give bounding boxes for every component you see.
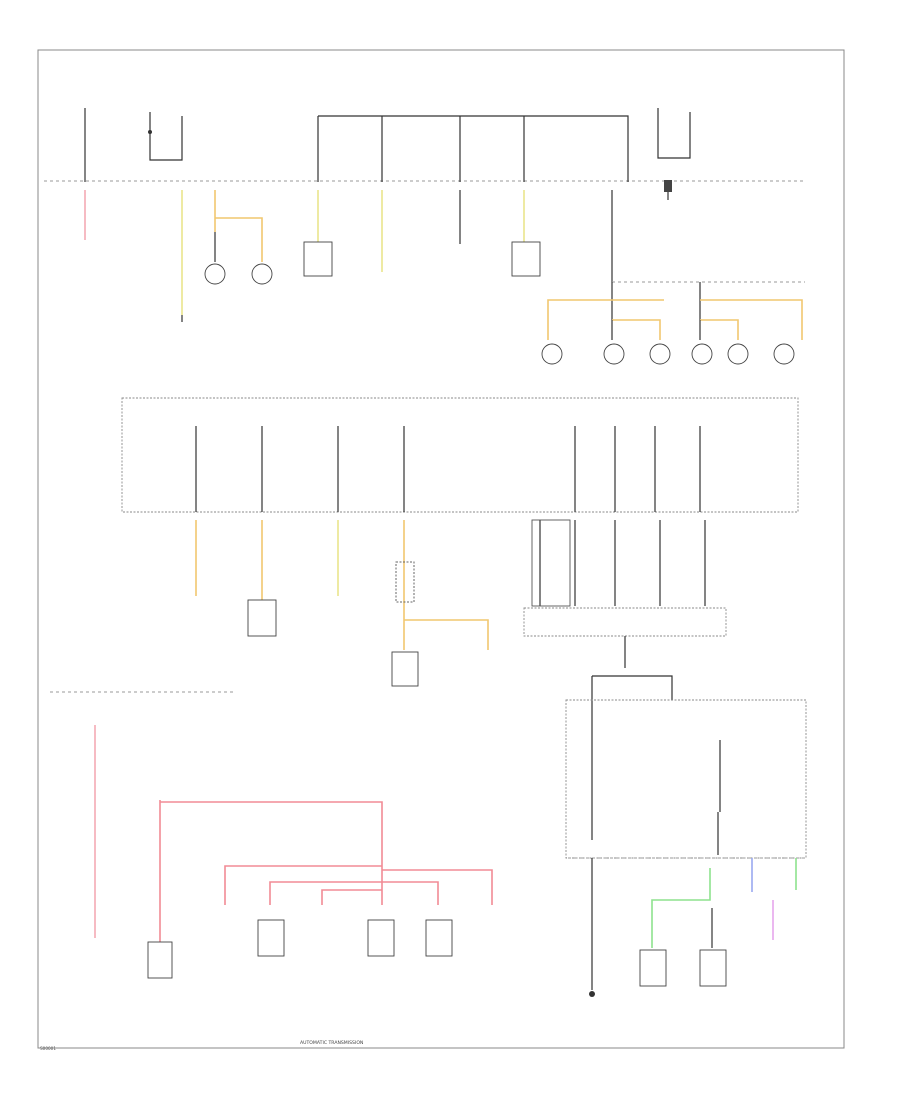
- left-module: [303, 241, 333, 277]
- left-fuse-relay-contact: [148, 130, 152, 134]
- top-bus-wire: [318, 115, 629, 182]
- right-lamp: [251, 263, 273, 285]
- middle-section: [121, 397, 799, 840]
- solenoid-module-1: [257, 919, 285, 957]
- right-sensor: [699, 949, 727, 987]
- left-lamp: [204, 263, 226, 285]
- solenoid-module-2: [367, 919, 395, 957]
- red-trunk-wire: [160, 801, 383, 880]
- module-internal-wires: [195, 426, 701, 512]
- cluster-lamp-6: [773, 343, 795, 365]
- right-relay: [657, 108, 691, 159]
- cluster-lamp-2: [603, 343, 625, 365]
- orange-branch-wire-2: [404, 619, 489, 650]
- cluster-lamp-3: [649, 343, 671, 365]
- green-wire-left: [651, 868, 711, 948]
- right-module: [511, 241, 541, 277]
- orange-branch-wire: [214, 190, 263, 262]
- lamp-cluster-lamp-wires: [611, 320, 701, 340]
- control-module-box: [121, 397, 799, 513]
- body-control-feed-wire: [592, 636, 673, 700]
- right-connector-wires: [539, 520, 706, 606]
- ground-point: [589, 991, 595, 997]
- lamp-cluster-feed-wire: [611, 282, 701, 320]
- top-section: [44, 108, 805, 365]
- middle-relay-box: [395, 561, 415, 603]
- ground-block: [664, 180, 672, 192]
- solenoid-module-3: [425, 919, 453, 957]
- left-fuse-relay: [149, 112, 183, 161]
- middle-module-1: [247, 599, 277, 637]
- cluster-lamp-4: [691, 343, 713, 365]
- cluster-lamp-5: [727, 343, 749, 365]
- lamp-cluster-orange-wires: [547, 299, 803, 340]
- right-bottom-switch: [717, 740, 721, 855]
- figure-id: S00001: [40, 1046, 56, 1051]
- left-sensor: [639, 949, 667, 987]
- transmission-control-module: [147, 941, 173, 979]
- red-distribution-wires: [224, 865, 493, 905]
- cluster-lamp-1: [541, 343, 563, 365]
- diagram-frame: [37, 49, 845, 1049]
- connector-block-left: [531, 519, 571, 607]
- bottom-section: [50, 691, 808, 997]
- diagram-title: AUTOMATIC TRANSMISSION: [300, 1040, 363, 1046]
- right-bottom-frame: [565, 699, 807, 859]
- body-control-module: [523, 607, 727, 637]
- middle-module-2: [391, 651, 419, 687]
